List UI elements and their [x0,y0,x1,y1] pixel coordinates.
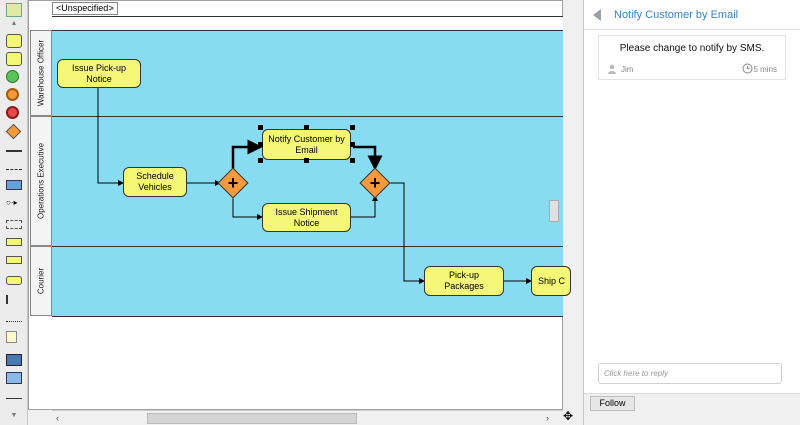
horizontal-scroll-thumb[interactable] [147,413,357,424]
horizontal-scrollbar[interactable]: ‹ › [52,410,563,425]
selection-handle[interactable] [304,158,309,163]
collapse-up-icon[interactable]: ▲ [10,20,18,27]
pool-tool-icon[interactable] [6,180,22,190]
comment-panel: Notify Customer by Email Please change t… [583,0,800,425]
intermediate-event-icon[interactable] [6,88,19,101]
toolbox: ▲ ○·▸ ▼ [0,0,28,425]
task-issue-pickup-notice[interactable]: Issue Pick-up Notice [57,59,141,88]
text-annotation-icon[interactable] [6,295,22,304]
message-flow-icon[interactable] [6,164,22,170]
scroll-right-icon[interactable]: › [546,413,549,423]
separator-icon [6,317,22,322]
comment-author: Jim [621,65,634,74]
subprocess-tool-icon[interactable] [6,52,22,66]
comment-card: Please change to notify by SMS. Jim 5 mi… [598,35,786,80]
plus-icon: + [227,173,239,193]
vertical-scroll-thumb[interactable] [549,200,559,222]
lane-header-warehouse[interactable]: Warehouse Officer [30,30,52,116]
sequence-flow-icon[interactable] [6,146,22,152]
task-notify-customer-email[interactable]: Notify Customer by Email [262,129,351,160]
selection-handle[interactable] [350,142,355,147]
pointer-tool-icon[interactable] [6,3,22,17]
flow-shipment-to-join [351,195,378,218]
selection-handle[interactable] [258,158,263,163]
selection-handle[interactable] [258,142,263,147]
task-issue-shipment-notice[interactable]: Issue Shipment Notice [262,203,351,232]
selection-handle[interactable] [304,125,309,130]
clock-icon [742,63,753,74]
data-object-icon[interactable] [6,331,17,343]
flow-notify-to-join [353,145,383,171]
collapse-down-icon[interactable]: ▼ [10,412,18,419]
user-icon [607,64,617,74]
pan-move-icon[interactable]: ✥ [563,409,574,423]
lane-header-operations[interactable]: Operations Executive [30,116,52,246]
flow-join-to-pickup-packages [388,182,425,284]
panel-title: Notify Customer by Email [614,9,739,21]
task-pickup-packages[interactable]: Pick-up Packages [424,266,504,296]
selection-handle[interactable] [258,125,263,130]
comment-time: 5 mins [753,65,777,74]
flow-gateway-to-shipment [232,196,263,220]
lane-header-courier[interactable]: Courier [30,246,52,316]
selection-handle[interactable] [350,125,355,130]
diagram-overview-icon[interactable] [6,372,22,384]
breadcrumb-search-icon[interactable]: ⌕ [110,4,115,13]
task-ship[interactable]: Ship C [531,266,571,296]
data-store-icon[interactable] [6,354,22,366]
start-event-icon[interactable] [6,70,19,83]
pool-header [52,16,563,30]
reply-input[interactable]: Click here to reply [598,363,782,384]
transaction-icon[interactable] [6,256,22,264]
task-schedule-vehicles[interactable]: Schedule Vehicles [123,167,187,197]
selection-handle[interactable] [350,158,355,163]
plus-icon: + [369,173,381,193]
flow-gateway-to-notify [231,139,263,170]
task-tool-icon[interactable] [6,34,22,48]
back-arrow-icon[interactable] [593,9,601,21]
event-subprocess-icon[interactable] [6,276,22,285]
end-event-icon[interactable] [6,106,19,119]
scroll-left-icon[interactable]: ‹ [56,413,59,423]
breadcrumb[interactable]: <Unspecified> [52,2,118,15]
comment-text: Please change to notify by SMS. [619,43,765,54]
panel-header: Notify Customer by Email [584,0,800,30]
flow-pickup-to-schedule [97,88,124,186]
follow-button[interactable]: Follow [590,396,635,411]
association-icon[interactable]: ○·▸ [6,198,18,207]
group-tool-icon[interactable] [6,220,22,229]
call-activity-icon[interactable] [6,238,22,246]
line-tool-icon[interactable] [6,396,22,399]
sequence-flows [97,88,532,284]
